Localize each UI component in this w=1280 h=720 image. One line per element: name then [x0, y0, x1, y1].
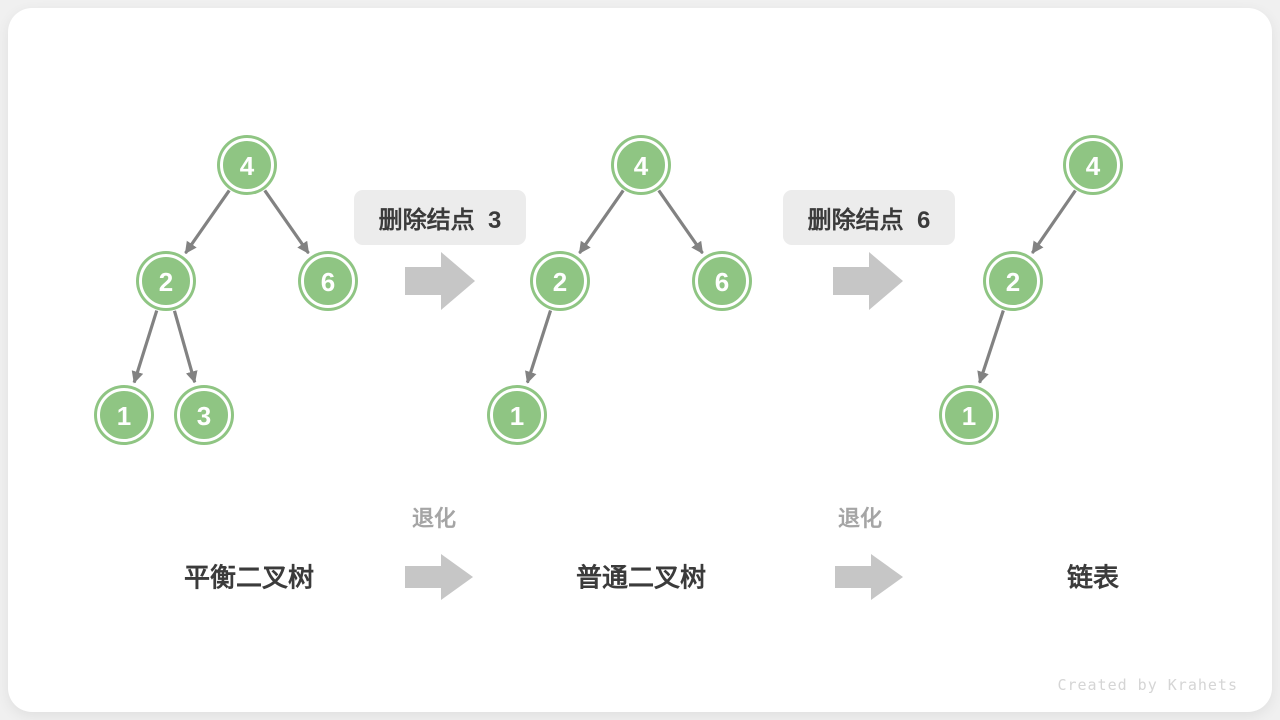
degrade-caption-2: 退化 — [837, 506, 883, 531]
node-circle — [983, 251, 1043, 311]
tree-node: 2 — [136, 251, 196, 311]
tree-node: 2 — [530, 251, 590, 311]
node-circle — [174, 385, 234, 445]
node-value: 4 — [240, 151, 255, 181]
tree-edge — [184, 189, 231, 255]
tree-edge — [172, 310, 198, 384]
node-value: 1 — [962, 401, 976, 431]
watermark-credit: Created by Krahets — [1057, 676, 1238, 694]
node-circle — [611, 135, 671, 195]
node-circle — [487, 385, 547, 445]
step-arrow-icon — [405, 252, 475, 310]
tree-node: 4 — [1063, 135, 1123, 195]
node-ring — [533, 254, 587, 308]
node-circle — [94, 385, 154, 445]
tree-node: 1 — [487, 385, 547, 445]
tree-node: 2 — [983, 251, 1043, 311]
tree-node: 4 — [611, 135, 671, 195]
node-value: 2 — [553, 267, 567, 297]
tree-edge — [525, 310, 553, 384]
node-ring — [942, 388, 996, 442]
node-circle — [298, 251, 358, 311]
node-value: 6 — [321, 267, 335, 297]
node-value: 6 — [715, 267, 729, 297]
tree-edge — [263, 189, 310, 255]
stage-label-linked-list: 链表 — [1066, 562, 1120, 593]
degrade-caption-1: 退化 — [411, 506, 457, 531]
node-ring — [1066, 138, 1120, 192]
tree-edge — [1030, 189, 1077, 254]
node-value: 4 — [1086, 151, 1101, 181]
node-value: 1 — [117, 401, 131, 431]
node-value: 1 — [510, 401, 524, 431]
node-circle — [939, 385, 999, 445]
tree-edge — [657, 189, 704, 255]
node-value: 2 — [159, 267, 173, 297]
node-ring — [139, 254, 193, 308]
node-value: 4 — [634, 151, 649, 181]
tree-node: 1 — [94, 385, 154, 445]
degrade-arrow-icon — [405, 554, 473, 600]
node-ring — [695, 254, 749, 308]
step-arrow-icon — [833, 252, 903, 310]
tree-node: 6 — [692, 251, 752, 311]
node-ring — [490, 388, 544, 442]
node-circle — [136, 251, 196, 311]
degrade-arrow-icon — [835, 554, 903, 600]
tree-node: 4 — [217, 135, 277, 195]
tree-edge — [578, 189, 625, 255]
node-value: 2 — [1006, 267, 1020, 297]
stage-label-ordinary-binary-tree: 普通二叉树 — [575, 562, 707, 593]
node-ring — [986, 254, 1040, 308]
tree-node: 3 — [174, 385, 234, 445]
node-ring — [97, 388, 151, 442]
node-ring — [177, 388, 231, 442]
tree-node: 1 — [939, 385, 999, 445]
tree-edge — [131, 310, 159, 384]
figure-card — [8, 8, 1272, 712]
tree-edge — [977, 309, 1005, 384]
node-circle — [217, 135, 277, 195]
node-ring — [220, 138, 274, 192]
node-circle — [692, 251, 752, 311]
tree-node: 6 — [298, 251, 358, 311]
operation-label-delete-node-6: 删除结点 6 — [783, 190, 955, 245]
node-value: 3 — [197, 401, 211, 431]
node-circle — [1063, 135, 1123, 195]
node-ring — [301, 254, 355, 308]
node-ring — [614, 138, 668, 192]
stage-label-balanced-binary-tree: 平衡二叉树 — [183, 562, 315, 593]
node-circle — [530, 251, 590, 311]
operation-label-delete-node-3: 删除结点 3 — [354, 190, 526, 245]
